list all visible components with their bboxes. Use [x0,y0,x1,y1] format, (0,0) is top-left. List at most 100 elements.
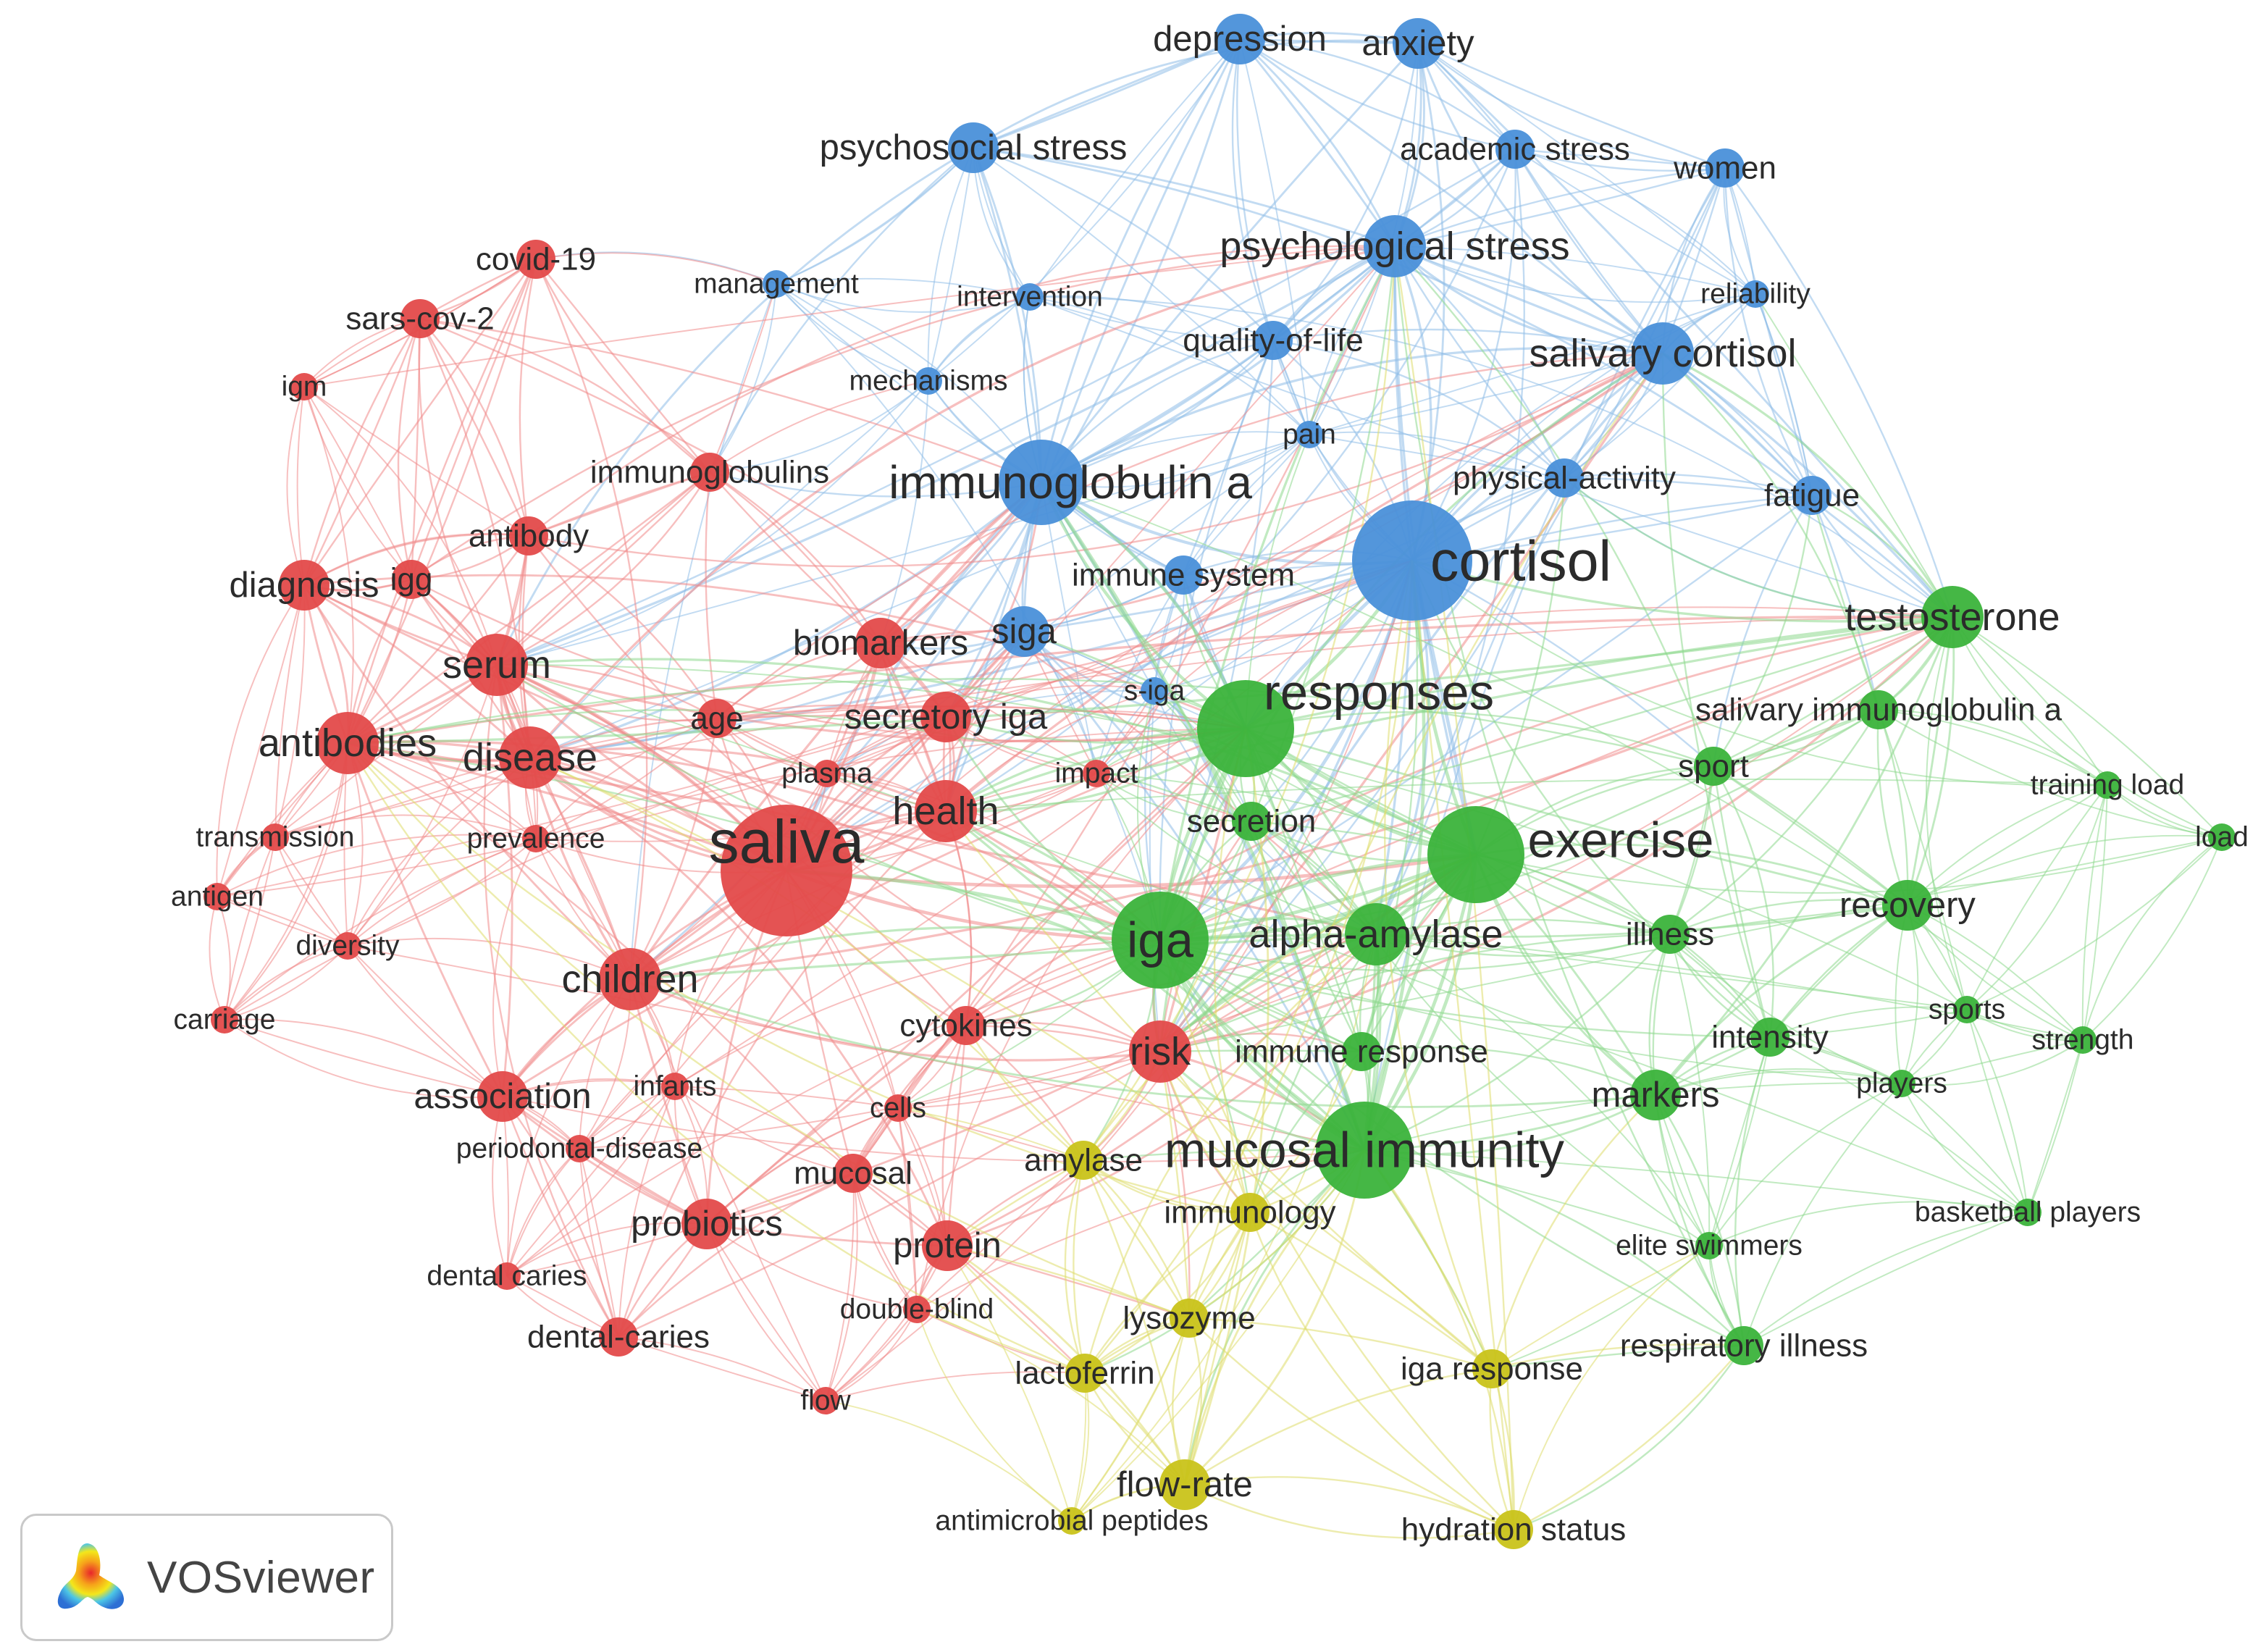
node-women[interactable] [1705,148,1745,188]
label-prevalence[interactable]: prevalence [467,823,605,855]
node-sports[interactable] [1953,996,1981,1023]
label-plasma[interactable]: plasma [781,758,873,789]
label-amylase[interactable]: amylase [1024,1143,1143,1178]
label-impact[interactable]: impact [1055,758,1138,789]
node-protein[interactable] [922,1220,973,1271]
node-prevalence[interactable] [522,825,550,852]
node-sars-cov-2[interactable] [400,299,440,338]
label-iga[interactable]: iga [1127,913,1194,968]
label-immune-response[interactable]: immune response [1235,1034,1488,1070]
label-mucosal-immunity[interactable]: mucosal immunity [1165,1123,1565,1178]
label-lysozyme[interactable]: lysozyme [1122,1301,1255,1336]
node-disease[interactable] [499,726,561,789]
label-pain[interactable]: pain [1283,419,1336,450]
node-responses[interactable] [1197,680,1294,777]
label-immune-system[interactable]: immune system [1072,558,1295,593]
node-immunoglobulin-a[interactable] [999,440,1084,525]
node-plasma[interactable] [813,760,841,787]
node-antibodies[interactable] [316,712,379,774]
label-reliability[interactable]: reliability [1700,279,1810,310]
node-exercise[interactable] [1427,806,1524,903]
label-iga-response[interactable]: iga response [1401,1351,1583,1387]
node-flow-rate[interactable] [1159,1459,1210,1510]
label-recovery[interactable]: recovery [1839,886,1976,925]
label-immunology[interactable]: immunology [1164,1195,1335,1230]
label-academic-stress[interactable]: academic stress [1400,132,1630,167]
label-cortisol[interactable]: cortisol [1430,529,1611,593]
label-salivary-cortisol[interactable]: salivary cortisol [1529,332,1796,375]
label-covid-19[interactable]: covid-19 [476,242,596,277]
label-psychological-stress[interactable]: psychological stress [1220,225,1569,268]
label-responses[interactable]: responses [1264,665,1494,721]
node-recovery[interactable] [1882,880,1933,931]
label-illness[interactable]: illness [1626,917,1714,952]
label-dental-caries-1[interactable]: dental caries [427,1261,587,1292]
node-age[interactable] [697,699,737,738]
node-diversity[interactable] [334,932,361,960]
label-secretion[interactable]: secretion [1187,804,1317,839]
node-pain[interactable] [1296,421,1323,448]
node-siga[interactable] [999,606,1049,657]
node-infants[interactable] [661,1073,689,1100]
label-sars-cov-2[interactable]: sars-cov-2 [345,301,494,337]
label-igg[interactable]: igg [390,562,433,598]
node-fatigue[interactable] [1792,476,1831,515]
node-training-load[interactable] [2094,771,2121,799]
label-igm[interactable]: igm [282,372,327,403]
node-elite-swimmers[interactable] [1695,1232,1723,1259]
node-players[interactable] [1888,1070,1915,1097]
node-flow[interactable] [812,1387,839,1414]
node-immune-response[interactable] [1342,1032,1381,1071]
label-salivary-immunoglobulin-a[interactable]: salivary immunoglobulin a [1695,692,2063,728]
label-risk[interactable]: risk [1130,1030,1191,1073]
label-carriage[interactable]: carriage [174,1005,276,1036]
node-periodontal-disease[interactable] [566,1135,593,1162]
label-management[interactable]: management [694,269,859,300]
node-secretion[interactable] [1232,802,1271,841]
label-lactoferrin[interactable]: lactoferrin [1015,1356,1154,1391]
label-depression[interactable]: depression [1153,20,1327,59]
label-quality-of-life[interactable]: quality-of-life [1183,323,1363,359]
node-hydration-status[interactable] [1494,1510,1533,1549]
node-strength[interactable] [2069,1026,2097,1054]
node-mucosal[interactable] [834,1154,873,1193]
label-diversity[interactable]: diversity [295,931,400,962]
node-alpha-amylase[interactable] [1345,903,1407,965]
node-markers[interactable] [1630,1070,1681,1120]
node-antimicrobial-peptides[interactable] [1058,1507,1086,1535]
node-biomarkers[interactable] [855,618,906,668]
node-association[interactable] [477,1071,528,1122]
node-sport[interactable] [1694,747,1733,786]
node-double-blind[interactable] [903,1296,931,1323]
node-load[interactable] [2208,823,2236,851]
label-protein[interactable]: protein [893,1226,1002,1265]
label-women[interactable]: women [1673,151,1776,186]
node-antigen[interactable] [203,883,231,910]
node-mechanisms[interactable] [915,367,942,395]
label-transmission[interactable]: transmission [196,822,355,853]
label-cells[interactable]: cells [870,1093,926,1124]
node-diagnosis[interactable] [279,560,330,611]
label-physical-activity[interactable]: physical-activity [1453,461,1676,496]
label-probiotics[interactable]: probiotics [631,1204,783,1244]
label-mechanisms[interactable]: mechanisms [849,366,1008,397]
node-mucosal-immunity[interactable] [1316,1102,1413,1199]
node-basketball-players[interactable] [2014,1199,2042,1226]
label-antibody[interactable]: antibody [469,519,589,554]
label-markers[interactable]: markers [1592,1076,1720,1115]
label-diagnosis[interactable]: diagnosis [229,566,379,605]
label-strength[interactable]: strength [2032,1025,2134,1056]
node-amylase[interactable] [1064,1141,1103,1180]
node-intensity[interactable] [1750,1018,1789,1057]
label-intensity[interactable]: intensity [1711,1020,1828,1055]
label-flow-rate[interactable]: flow-rate [1117,1465,1253,1504]
label-immunoglobulin-a[interactable]: immunoglobulin a [889,456,1252,508]
label-association[interactable]: association [414,1077,591,1116]
label-anxiety[interactable]: anxiety [1361,24,1474,63]
label-fatigue[interactable]: fatigue [1764,478,1860,513]
node-antibody[interactable] [509,516,548,555]
node-testosterone[interactable] [1921,586,1984,648]
node-health[interactable] [915,780,977,842]
node-serum[interactable] [466,634,528,696]
label-immunoglobulins[interactable]: immunoglobulins [590,455,829,490]
